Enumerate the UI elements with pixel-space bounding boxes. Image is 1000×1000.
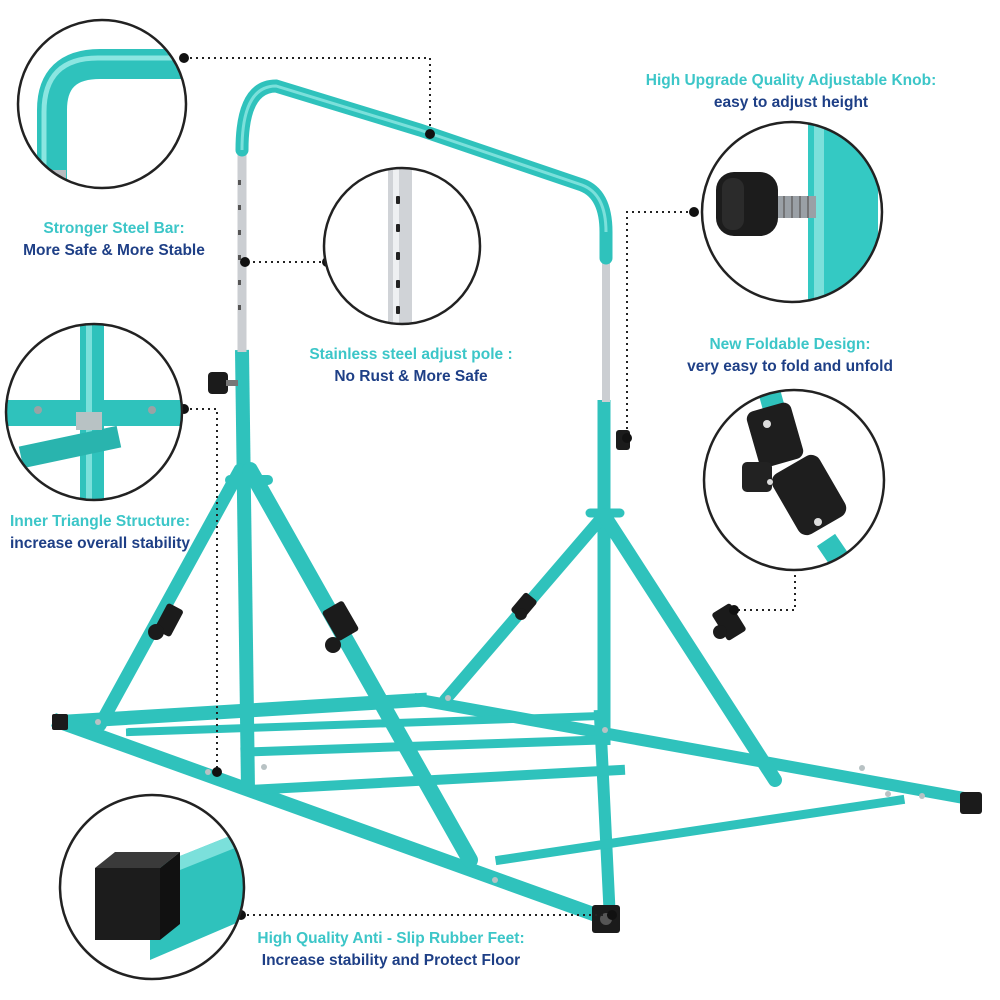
callout-steel-bar: Stronger Steel Bar: More Safe & More Sta… (10, 218, 218, 262)
callout-heading: High Quality Anti - Slip Rubber Feet: (257, 930, 525, 947)
callout-feet: High Quality Anti - Slip Rubber Feet: In… (236, 928, 546, 972)
callout-heading: Stronger Steel Bar: (43, 220, 185, 237)
zoom-detail-circle-icon (700, 120, 884, 304)
zoom-detail-circle-icon (58, 793, 246, 981)
callout-text: No Rust & More Safe (334, 368, 488, 385)
callout-heading: High Upgrade Quality Adjustable Knob: (645, 72, 937, 89)
callout-knob: High Upgrade Quality Adjustable Knob: ea… (636, 70, 946, 114)
callout-lines (184, 57, 796, 916)
callout-foldable: New Foldable Design: very easy to fold a… (672, 334, 908, 378)
callout-heading: New Foldable Design: (709, 336, 871, 353)
callout-adjust-pole: Stainless steel adjust pole : No Rust & … (283, 344, 539, 388)
callout-text: More Safe & More Stable (23, 242, 205, 259)
callout-text: easy to adjust height (713, 94, 869, 111)
zoom-detail-circle-icon (702, 388, 886, 572)
callout-text: Increase stability and Protect Floor (261, 952, 521, 969)
zoom-detail-circle-icon (16, 18, 188, 190)
callout-text: very easy to fold and unfold (687, 358, 893, 375)
horizontal-bar-frame (51, 79, 982, 933)
zoom-detail-circle-icon (322, 166, 482, 326)
callout-heading: Inner Triangle Structure: (9, 513, 190, 530)
zoom-detail-circle-icon (4, 322, 184, 502)
callout-text: increase overall stability (9, 535, 191, 552)
callout-heading: Stainless steel adjust pole : (309, 346, 513, 363)
callout-triangle: Inner Triangle Structure: increase overa… (0, 511, 200, 555)
